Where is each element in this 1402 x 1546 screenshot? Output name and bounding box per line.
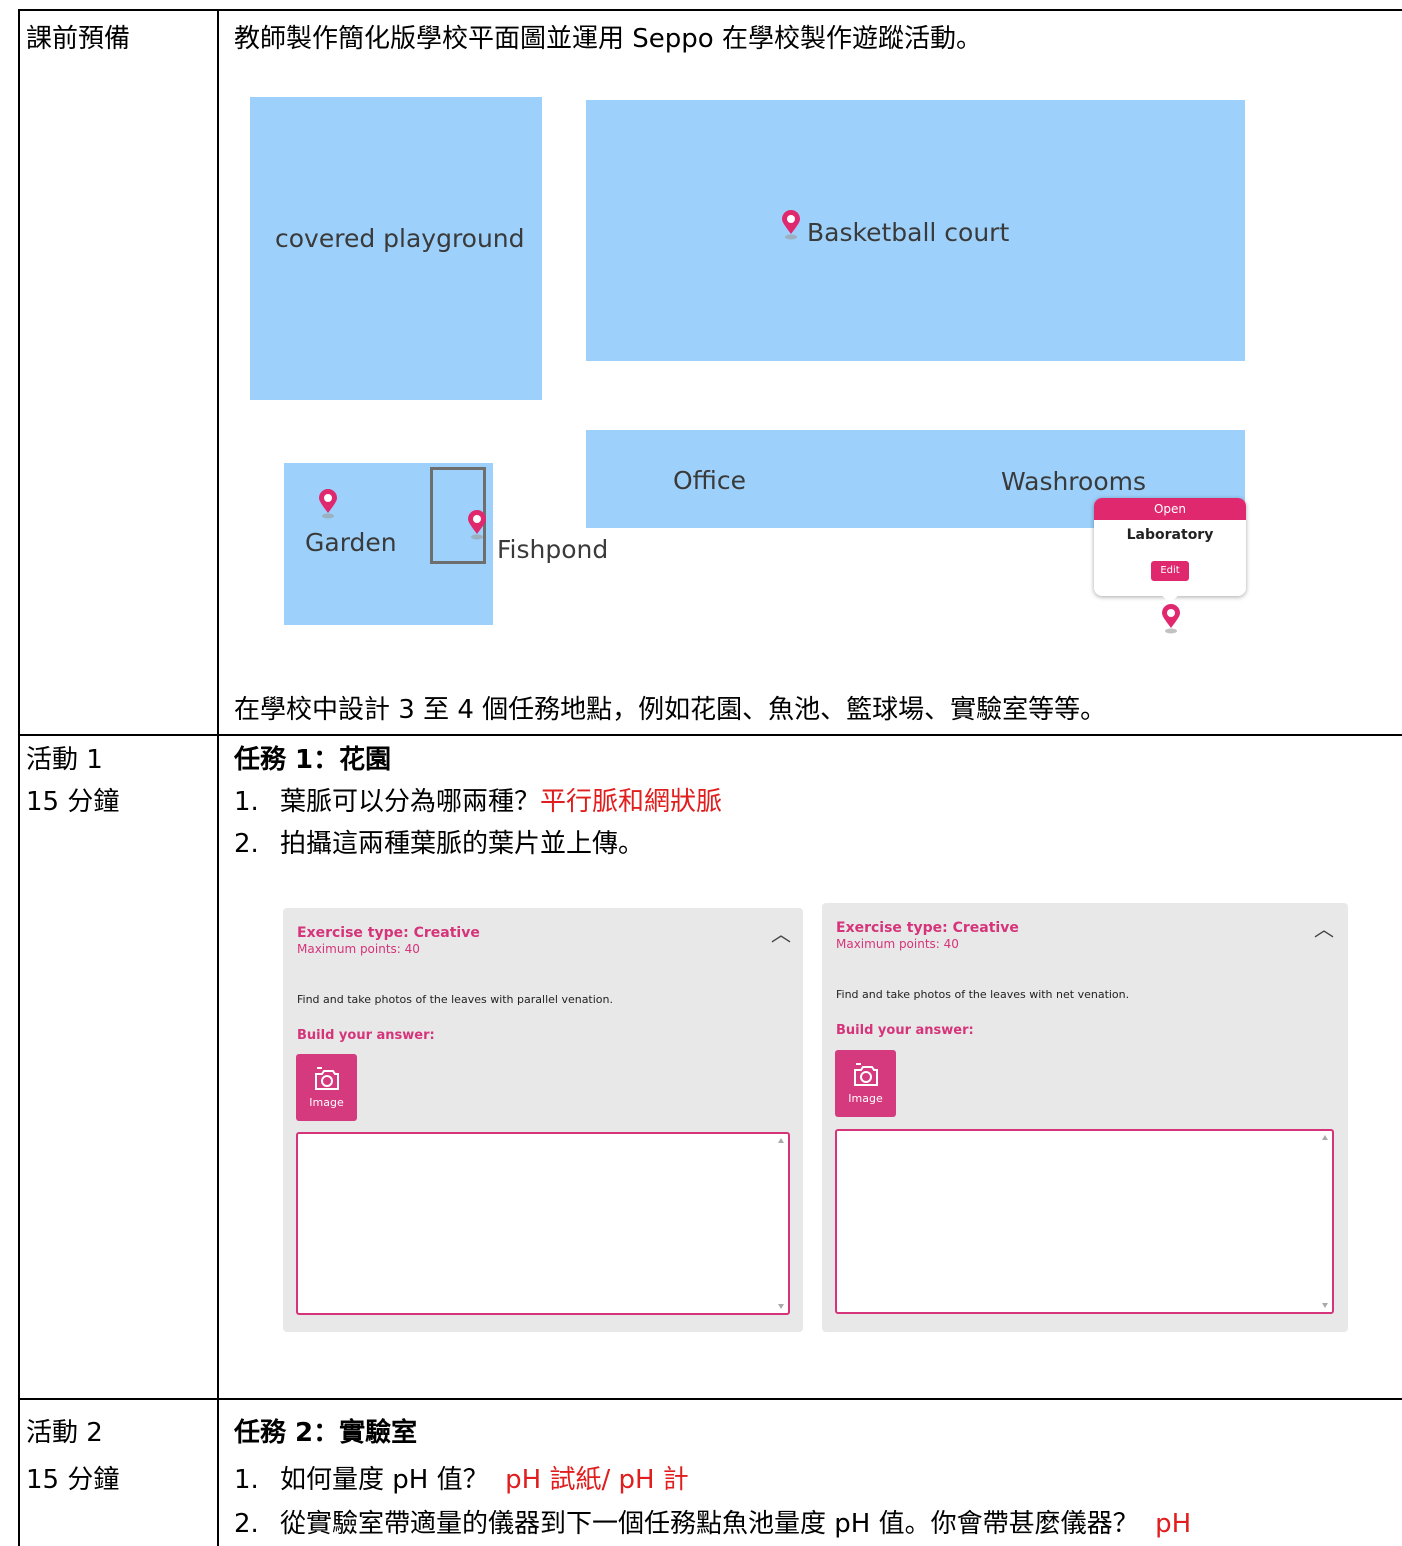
exercise-panel-parallel: Exercise type: Creative Maximum points: … bbox=[283, 908, 803, 1332]
image-upload-button[interactable]: Image bbox=[835, 1050, 896, 1117]
row1-intro: 教師製作簡化版學校平面圖並運用 Seppo 在學校製作遊蹤活動。 bbox=[234, 24, 982, 54]
exercise-panel-net: Exercise type: Creative Maximum points: … bbox=[822, 903, 1348, 1332]
collapse-chevron-up-icon[interactable]: ︿ bbox=[1314, 917, 1334, 941]
popup-status-bar: Open bbox=[1094, 498, 1246, 520]
task2-q1-number: 1. bbox=[234, 1465, 259, 1495]
table-column-divider bbox=[217, 9, 219, 1546]
maximum-points-label: Maximum points: 40 bbox=[836, 937, 959, 951]
exercise-description: Find and take photos of the leaves with … bbox=[297, 993, 614, 1006]
textarea-scrollbar[interactable] bbox=[1320, 1133, 1330, 1310]
image-button-label: Image bbox=[848, 1092, 883, 1105]
row1-label: 課前預備 bbox=[26, 24, 131, 54]
task1-title: 任務 1：花園 bbox=[234, 745, 392, 775]
task1-q1-number: 1. bbox=[234, 787, 259, 817]
exercise-type-label: Exercise type: Creative bbox=[297, 925, 480, 941]
exercise-type-label: Exercise type: Creative bbox=[836, 920, 1019, 936]
task2-q2-answer: pH bbox=[1155, 1509, 1192, 1539]
task2-q2-number: 2. bbox=[234, 1509, 259, 1539]
activity1-label: 活動 1 bbox=[26, 745, 103, 775]
office-label: Office bbox=[673, 466, 746, 495]
task2-q2-text: 從實驗室帶適量的儀器到下一個任務點魚池量度 pH 值。你會帶甚麼儀器？ bbox=[280, 1509, 1139, 1539]
fishpond-pin-icon[interactable] bbox=[466, 510, 488, 540]
covered-playground-label: covered playground bbox=[275, 224, 525, 253]
camera-icon bbox=[854, 1063, 878, 1086]
table-row-divider-2 bbox=[18, 1398, 1402, 1400]
laboratory-popup[interactable]: Open Laboratory Edit bbox=[1094, 498, 1246, 596]
popup-pointer-icon bbox=[1160, 594, 1180, 603]
laboratory-pin-icon[interactable] bbox=[1160, 604, 1182, 634]
table-left-border bbox=[18, 9, 20, 1546]
task1-q2-number: 2. bbox=[234, 829, 259, 859]
popup-edit-button[interactable]: Edit bbox=[1151, 561, 1189, 581]
task1-q1-answer: 平行脈和網狀脈 bbox=[540, 787, 723, 817]
task2-q2: 從實驗室帶適量的儀器到下一個任務點魚池量度 pH 值。你會帶甚麼儀器？ pH bbox=[280, 1508, 1191, 1540]
task1-q1-text: 葉脈可以分為哪兩種？ bbox=[280, 787, 541, 817]
exercise-description: Find and take photos of the leaves with … bbox=[836, 988, 1130, 1001]
task1-q2-text: 拍攝這兩種葉脈的葉片並上傳。 bbox=[280, 829, 645, 859]
table-row-divider-1 bbox=[18, 734, 1402, 736]
build-answer-label: Build your answer: bbox=[836, 1023, 974, 1038]
camera-icon bbox=[315, 1067, 339, 1090]
table-top-border bbox=[18, 9, 1402, 11]
task2-q1: 如何量度 pH 值？ pH 試紙/ pH 計 bbox=[280, 1464, 689, 1496]
washrooms-label: Washrooms bbox=[1001, 467, 1147, 496]
row1-footer: 在學校中設計 3 至 4 個任務地點，例如花園、魚池、籃球場、實驗室等等。 bbox=[234, 695, 1107, 725]
maximum-points-label: Maximum points: 40 bbox=[297, 942, 420, 956]
garden-pin-icon[interactable] bbox=[317, 489, 339, 519]
garden-label: Garden bbox=[305, 528, 397, 557]
basketball-court-area bbox=[586, 100, 1245, 361]
popup-title: Laboratory bbox=[1126, 527, 1214, 543]
task2-title: 任務 2：實驗室 bbox=[234, 1418, 418, 1448]
fishpond-label: Fishpond bbox=[497, 535, 609, 564]
garden-area bbox=[284, 463, 493, 625]
task2-q1-answer: pH 試紙/ pH 計 bbox=[505, 1465, 689, 1495]
answer-textarea[interactable] bbox=[296, 1132, 790, 1315]
task2-q1-text: 如何量度 pH 值？ bbox=[280, 1465, 489, 1495]
activity1-duration: 15 分鐘 bbox=[26, 787, 120, 817]
answer-textarea[interactable] bbox=[835, 1129, 1334, 1314]
task1-q1: 葉脈可以分為哪兩種？平行脈和網狀脈 bbox=[280, 786, 722, 818]
build-answer-label: Build your answer: bbox=[297, 1028, 435, 1043]
covered-playground-area bbox=[250, 97, 542, 400]
collapse-chevron-up-icon[interactable]: ︿ bbox=[771, 922, 791, 946]
activity2-label: 活動 2 bbox=[26, 1418, 103, 1448]
textarea-scrollbar[interactable] bbox=[776, 1136, 786, 1311]
image-button-label: Image bbox=[309, 1096, 344, 1109]
activity2-duration: 15 分鐘 bbox=[26, 1465, 120, 1495]
image-upload-button[interactable]: Image bbox=[296, 1054, 357, 1121]
basketball-court-label: Basketball court bbox=[807, 218, 1010, 247]
basketball-court-pin-icon[interactable] bbox=[780, 210, 802, 240]
